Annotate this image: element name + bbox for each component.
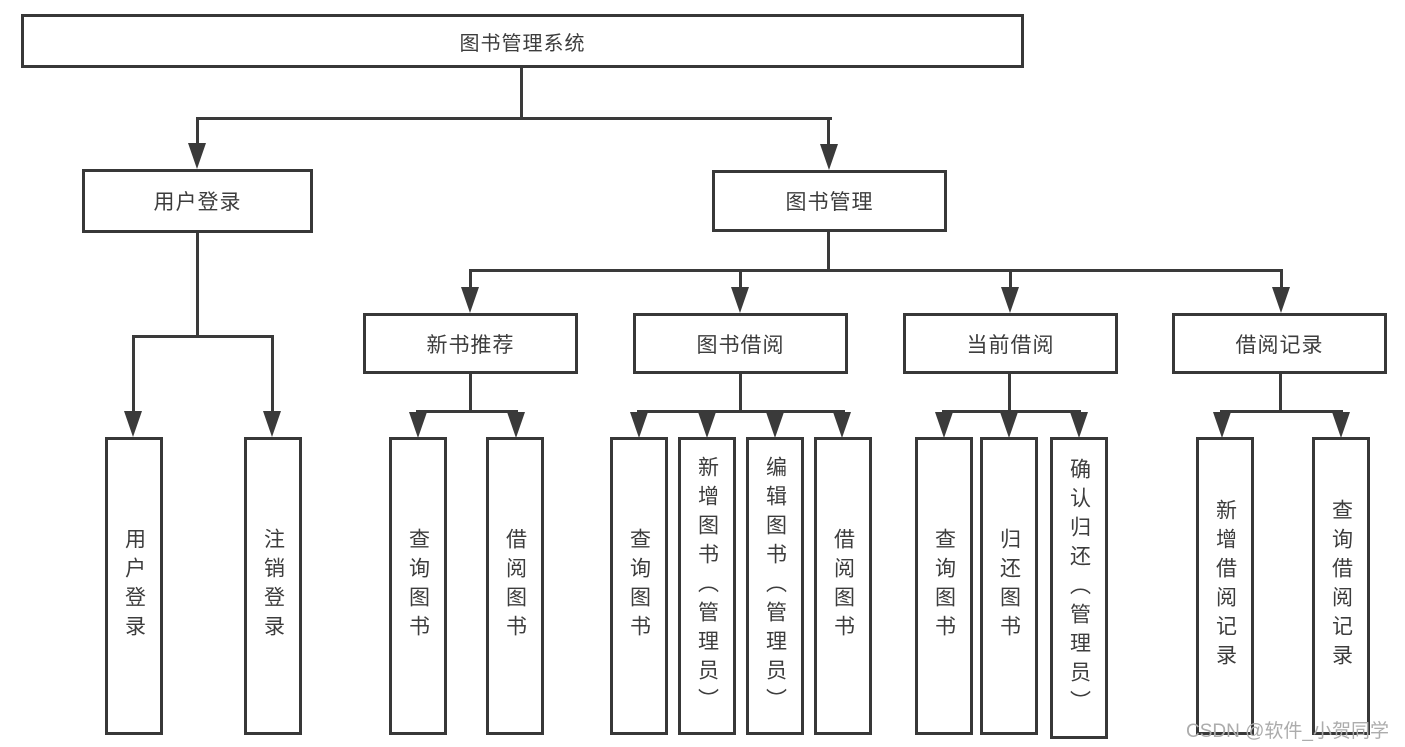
leaf-user-login-label: 用户登录 [122,528,146,644]
leaf-current-return-books-label: 归还图书 [997,528,1021,644]
node-current-borrow: 当前借阅 [903,313,1118,374]
leaf-user-login: 用户登录 [105,437,163,735]
leaf-records-query-record: 查询借阅记录 [1312,437,1370,735]
connector-current-borrow-stem [1008,374,1011,412]
leaf-recommend-borrow-books: 借阅图书 [486,437,544,735]
leaf-current-query-books-label: 查询图书 [932,528,956,644]
connector-root-bar [196,117,832,120]
arrow-down-icon [409,412,427,438]
connector-book-mgmt-drop-4 [1280,271,1283,289]
connector-book-mgmt-bar [469,269,1283,272]
leaf-borrow-query-books: 查询图书 [610,437,668,735]
arrow-down-icon [935,412,953,438]
node-new-book-recommend-label: 新书推荐 [426,333,515,357]
arrow-down-icon [124,411,142,437]
connector-book-mgmt-drop-2 [739,271,742,289]
arrow-down-icon [1000,412,1018,438]
arrow-down-icon [731,287,749,313]
arrow-down-icon [1070,412,1088,438]
leaf-current-return-books: 归还图书 [980,437,1038,735]
leaf-records-query-record-label: 查询借阅记录 [1329,499,1353,673]
arrow-down-icon [1332,412,1350,438]
arrow-down-icon [263,411,281,437]
arrow-down-icon [833,412,851,438]
connector-user-login-drop-1 [132,337,135,413]
node-user-login-label: 用户登录 [153,191,242,214]
arrow-down-icon [820,144,838,170]
connector-book-mgmt-drop-3 [1009,271,1012,289]
connector-recommend-stem [469,374,472,412]
leaf-borrow-edit-books-admin-label: 编辑图书（管理员） [763,455,787,717]
arrow-down-icon [461,287,479,313]
connector-borrow-records-stem [1279,374,1282,412]
connector-root-drop-left [196,119,199,145]
leaf-borrow-add-books-admin-label: 新增图书（管理员） [695,455,719,717]
leaf-current-confirm-return-admin: 确认归还（管理员） [1050,437,1108,739]
node-borrow-records-label: 借阅记录 [1235,333,1324,357]
node-current-borrow-label: 当前借阅 [966,333,1055,357]
arrow-down-icon [1001,287,1019,313]
arrow-down-icon [630,412,648,438]
leaf-recommend-borrow-books-label: 借阅图书 [503,528,527,644]
leaf-current-confirm-return-admin-label: 确认归还（管理员） [1067,457,1091,719]
connector-root-stem [520,68,523,118]
leaf-borrow-borrow-books: 借阅图书 [814,437,872,735]
node-book-borrow: 图书借阅 [633,313,848,374]
arrow-down-icon [1213,412,1231,438]
arrow-down-icon [188,143,206,169]
node-user-login: 用户登录 [82,169,313,233]
connector-book-mgmt-drop-1 [469,271,472,289]
watermark-text: CSDN @软件_小贺同学 [1186,721,1389,742]
connector-user-login-stem [196,233,199,337]
node-root: 图书管理系统 [21,14,1024,68]
leaf-borrow-borrow-books-label: 借阅图书 [831,528,855,644]
leaf-borrow-query-books-label: 查询图书 [627,528,651,644]
connector-recommend-bar [416,410,518,413]
leaf-recommend-query-books: 查询图书 [389,437,447,735]
node-book-management-label: 图书管理 [785,191,874,214]
connector-book-borrow-bar [637,410,845,413]
connector-book-mgmt-stem [827,232,830,272]
node-borrow-records: 借阅记录 [1172,313,1387,374]
leaf-records-add-record-label: 新增借阅记录 [1213,499,1237,673]
leaf-recommend-query-books-label: 查询图书 [406,528,430,644]
leaf-logout-label: 注销登录 [261,528,285,644]
connector-borrow-records-bar [1220,410,1343,413]
leaf-current-query-books: 查询图书 [915,437,973,735]
arrow-down-icon [698,412,716,438]
node-root-label: 图书管理系统 [459,32,586,55]
leaf-logout: 注销登录 [244,437,302,735]
leaf-records-add-record: 新增借阅记录 [1196,437,1254,735]
node-new-book-recommend: 新书推荐 [363,313,578,374]
arrow-down-icon [766,412,784,438]
connector-user-login-drop-2 [271,337,274,413]
connector-user-login-bar [132,335,274,338]
leaf-borrow-add-books-admin: 新增图书（管理员） [678,437,736,735]
leaf-borrow-edit-books-admin: 编辑图书（管理员） [746,437,804,735]
arrow-down-icon [1272,287,1290,313]
connector-root-drop-right [827,119,830,146]
node-book-borrow-label: 图书借阅 [696,333,785,357]
arrow-down-icon [507,412,525,438]
connector-book-borrow-stem [739,374,742,412]
node-book-management: 图书管理 [712,170,947,232]
connector-current-borrow-bar [942,410,1081,413]
